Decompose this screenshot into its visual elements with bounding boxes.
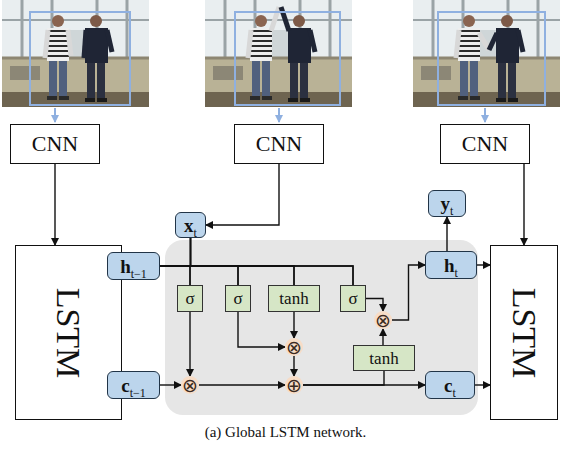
node-label: CNN bbox=[256, 131, 302, 156]
photo bbox=[205, 0, 352, 107]
subscript: t bbox=[455, 266, 458, 280]
cnn-box: CNN bbox=[10, 124, 100, 164]
node-label: CNN bbox=[462, 131, 508, 156]
gate-box: σ bbox=[177, 285, 203, 312]
gate-box: tanh bbox=[268, 285, 320, 312]
node-label: CNN bbox=[32, 131, 78, 156]
subscript: t bbox=[450, 204, 453, 218]
lstm-box: LSTM bbox=[15, 245, 122, 420]
subscript: t−1 bbox=[130, 386, 146, 400]
node-label: ⊗ bbox=[375, 309, 391, 331]
node-label: LSTM bbox=[51, 287, 88, 378]
state-box: yt bbox=[428, 190, 466, 217]
connector bbox=[160, 266, 294, 285]
cnn-box: CNN bbox=[234, 124, 324, 164]
gate-box: σ bbox=[225, 285, 251, 312]
cnn-box: CNN bbox=[440, 124, 530, 164]
connector bbox=[392, 265, 425, 320]
photo bbox=[413, 0, 560, 107]
connector bbox=[160, 266, 353, 285]
connector bbox=[191, 238, 239, 285]
connector bbox=[160, 266, 190, 285]
connector bbox=[191, 238, 295, 285]
node-label: ⊗ bbox=[182, 374, 198, 396]
connector bbox=[189, 312, 190, 376]
input-arrow bbox=[55, 108, 485, 122]
node-label: c bbox=[121, 375, 129, 396]
connector bbox=[475, 384, 490, 385]
photo bbox=[2, 0, 149, 107]
connector bbox=[303, 371, 384, 385]
connector bbox=[293, 356, 294, 376]
subscript: t bbox=[453, 386, 456, 400]
gate-box: σ bbox=[340, 285, 366, 312]
connector bbox=[206, 164, 279, 225]
node-label: h bbox=[120, 256, 131, 277]
lstm-box: LSTM bbox=[490, 245, 558, 420]
state-box: ct bbox=[425, 371, 475, 399]
connector bbox=[160, 266, 238, 285]
connector bbox=[382, 329, 383, 345]
connector bbox=[477, 264, 490, 265]
node-label: LSTM bbox=[506, 287, 543, 378]
operator-circle: ⊕ bbox=[285, 376, 303, 394]
node-label: ⊕ bbox=[286, 374, 302, 396]
subscript: t bbox=[194, 226, 197, 240]
caption: (a) Global LSTM network. bbox=[0, 424, 571, 441]
connector bbox=[160, 384, 181, 385]
subscript: t−1 bbox=[131, 267, 147, 281]
node-label: σ bbox=[185, 289, 194, 308]
connector bbox=[293, 312, 294, 338]
node-label: y bbox=[441, 193, 451, 214]
node-label: c bbox=[444, 375, 452, 396]
connector bbox=[238, 312, 285, 347]
operator-circle: ⊗ bbox=[374, 311, 392, 329]
node-label: ⊗ bbox=[286, 336, 302, 358]
connector bbox=[446, 217, 447, 251]
node-label: h bbox=[444, 255, 455, 276]
state-box: ht−1 bbox=[107, 252, 160, 280]
gate-box: tanh bbox=[353, 345, 415, 371]
node-label: tanh bbox=[279, 289, 308, 308]
connector bbox=[191, 238, 354, 285]
connector bbox=[54, 164, 55, 245]
operator-circle: ⊗ bbox=[181, 376, 199, 394]
connector bbox=[199, 384, 285, 385]
connector bbox=[523, 164, 524, 245]
node-label: σ bbox=[233, 289, 242, 308]
operator-circle: ⊗ bbox=[285, 338, 303, 356]
state-box: ht bbox=[425, 251, 477, 279]
node-label: x bbox=[184, 215, 194, 236]
state-box: xt bbox=[175, 212, 206, 238]
state-box: ct−1 bbox=[107, 371, 160, 399]
node-label: tanh bbox=[369, 349, 398, 368]
node-label: σ bbox=[348, 289, 357, 308]
